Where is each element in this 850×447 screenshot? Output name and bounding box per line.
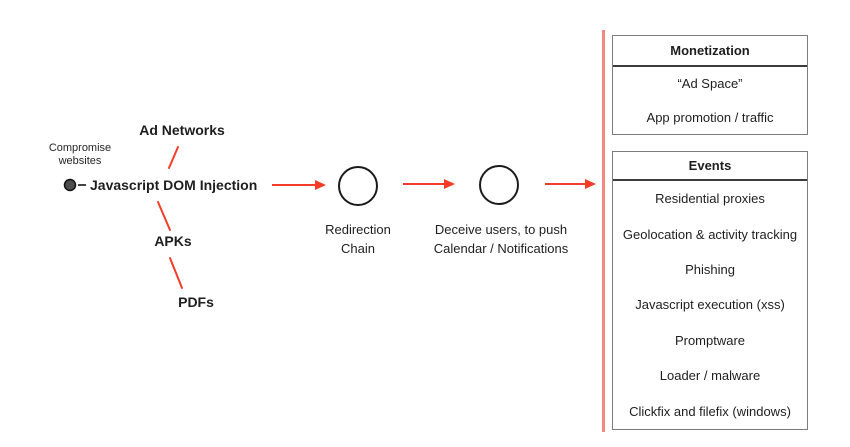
- events-item: Residential proxies: [655, 191, 765, 207]
- connector-pdfs: [169, 257, 183, 289]
- events-item: Geolocation & activity tracking: [622, 226, 798, 242]
- connector-ad-networks: [168, 146, 179, 169]
- pdfs-label: PDFs: [178, 294, 214, 310]
- events-item: Javascript execution (xss): [635, 297, 785, 313]
- monetization-box-items: “Ad Space” App promotion / traffic: [613, 67, 807, 134]
- flow-arrow-3: [545, 179, 596, 189]
- events-item: Phishing: [685, 262, 735, 278]
- flow-arrow-1: [272, 180, 326, 190]
- redirection-chain-caption: Redirection Chain: [325, 222, 391, 256]
- javascript-dom-injection-label: Javascript DOM Injection: [90, 177, 258, 193]
- events-item: Promptware: [674, 332, 746, 348]
- events-item: Clickfix and filefix (windows): [629, 403, 791, 419]
- red-accent-bar: [602, 30, 605, 432]
- ad-networks-label: Ad Networks: [139, 122, 225, 138]
- deceive-node-circle: [479, 165, 519, 205]
- deceive-users-caption: Deceive users, to push Calendar / Notifi…: [433, 222, 569, 256]
- events-item: Loader / malware: [659, 368, 761, 384]
- compromise-websites-label: Compromise websites: [48, 142, 112, 167]
- monetization-item: “Ad Space”: [677, 76, 743, 92]
- events-box-items: Residential proxies Geolocation & activi…: [613, 181, 807, 429]
- events-box-title: Events: [613, 152, 807, 181]
- apks-label: APKs: [154, 233, 192, 249]
- source-node-dot: [63, 178, 77, 192]
- connector-apks: [157, 201, 171, 231]
- monetization-box-title: Monetization: [613, 36, 807, 67]
- flow-arrow-2: [403, 179, 455, 189]
- redirection-node-circle: [338, 166, 378, 206]
- monetization-box: Monetization “Ad Space” App promotion / …: [612, 35, 808, 135]
- monetization-item: App promotion / traffic: [646, 109, 774, 125]
- events-box: Events Residential proxies Geolocation &…: [612, 151, 808, 430]
